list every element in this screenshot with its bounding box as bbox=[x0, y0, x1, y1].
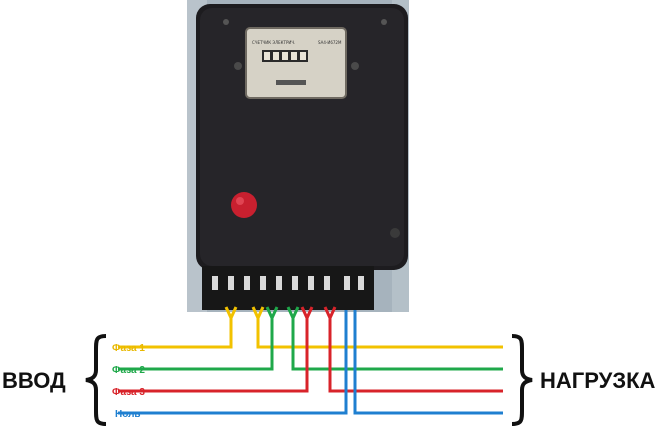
meter-window-text-bottom: SA4-И672M bbox=[318, 40, 342, 45]
screw-icon bbox=[223, 19, 229, 25]
screw-icon bbox=[381, 19, 387, 25]
load-label: НАГРУЗКА bbox=[540, 368, 656, 393]
wire-phase3-n-mark bbox=[300, 306, 314, 322]
wire-phase3-input bbox=[118, 315, 309, 393]
screw-icon bbox=[351, 62, 359, 70]
right-brace bbox=[511, 334, 533, 426]
wire-neutral-output bbox=[353, 310, 503, 415]
wire-phase1-output bbox=[256, 315, 503, 349]
wire-phase3-output bbox=[328, 315, 503, 393]
wire-phase1-input bbox=[118, 315, 233, 349]
wire-label-neutral: Ноль bbox=[115, 409, 141, 420]
input-label: ВВОД bbox=[2, 368, 66, 393]
meter-disc bbox=[276, 80, 306, 85]
wire-phase1-n-mark bbox=[224, 306, 238, 322]
left-brace bbox=[85, 334, 107, 426]
meter-window bbox=[245, 27, 347, 99]
wire-phase2-n-mark bbox=[286, 306, 300, 322]
wire-phase2-output bbox=[291, 315, 503, 371]
wire-label-phase1: Фаза 1 bbox=[112, 343, 145, 354]
screw-icon bbox=[390, 228, 400, 238]
wire-phase2-input bbox=[118, 315, 274, 371]
wire-phase1-n-mark bbox=[251, 306, 265, 322]
red-button-icon bbox=[231, 192, 257, 218]
wire-label-phase3: Фаза 3 bbox=[112, 387, 145, 398]
screw-icon bbox=[234, 62, 242, 70]
meter-window-text-top: СЧЕТЧИК ЭЛЕКТРИЧ. bbox=[252, 40, 295, 45]
wire-label-phase2: Фаза 2 bbox=[112, 365, 145, 376]
terminal-screws bbox=[212, 276, 364, 290]
wire-phase2-n-mark bbox=[265, 306, 279, 322]
wire-neutral-input bbox=[118, 310, 348, 415]
button-highlight bbox=[236, 197, 244, 205]
wire-phase3-n-mark bbox=[323, 306, 337, 322]
